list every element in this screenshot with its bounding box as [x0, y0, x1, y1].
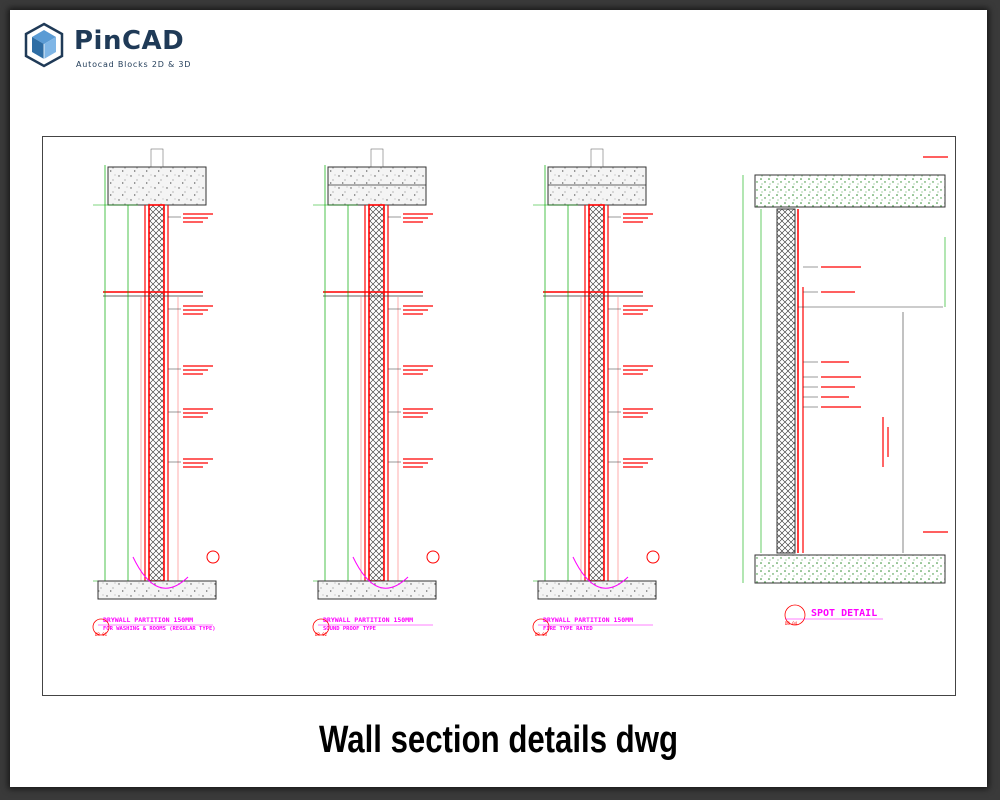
- wall-section-3: DRYWALL PARTITION 150MM FIRE TYPE RATEDDB…: [532, 148, 660, 637]
- spot-tag-circle: [784, 604, 806, 626]
- caption-title: Wall section details dwg: [319, 719, 678, 761]
- detail-callout-arc: [352, 556, 409, 589]
- detail-callout-arc: [132, 556, 189, 589]
- spot-tag: DB-04: [785, 621, 798, 626]
- section-subtitle: FOR WASHING & ROOMS (REGULAR TYPE): [103, 626, 216, 632]
- spot-title: SPOT DETAIL: [811, 608, 877, 619]
- section-title: DRYWALL PARTITION 150MM: [323, 616, 413, 624]
- partition-wall: [368, 204, 385, 582]
- detail-marker: [426, 550, 440, 564]
- partition-wall: [588, 204, 605, 582]
- section-title: DRYWALL PARTITION 150MM: [543, 616, 633, 624]
- cube-logo-icon: [24, 22, 64, 68]
- spot-wall: [776, 208, 796, 554]
- section-tag-circle: [532, 618, 550, 636]
- brand-logo: PinCAD Autocad Blocks 2D & 3D: [22, 18, 202, 74]
- wall-section-drawing: DRYWALL PARTITION 150MM FOR WASHING & ROO…: [92, 148, 948, 637]
- spot-bottom-slab: [754, 554, 946, 584]
- drawing-sheet: DRYWALL PARTITION 150MM FOR WASHING & ROO…: [42, 136, 956, 696]
- section-tag: DB-01: [95, 632, 108, 637]
- section-subtitle: SOUND PROOF TYPE: [323, 626, 376, 632]
- spot-top-slab: [754, 174, 946, 208]
- floor-slab: [537, 580, 657, 600]
- partition-wall: [148, 204, 165, 582]
- top-slab: [327, 166, 427, 206]
- wall-section-2: DRYWALL PARTITION 150MM SOUND PROOF TYPED…: [312, 148, 440, 637]
- floor-slab: [97, 580, 217, 600]
- spot-detail: DB-04 SPOT DETAIL: [742, 156, 948, 626]
- slab-dim-box: [370, 148, 384, 168]
- section-title: DRYWALL PARTITION 150MM: [103, 616, 193, 624]
- slab-dim-box: [150, 148, 164, 168]
- section-tag-circle: [92, 618, 110, 636]
- floor-slab: [317, 580, 437, 600]
- wall-section-1: DRYWALL PARTITION 150MM FOR WASHING & ROO…: [92, 148, 220, 637]
- section-tag-circle: [312, 618, 330, 636]
- top-slab: [547, 166, 647, 206]
- detail-callout-arc: [572, 556, 629, 589]
- section-tag: DB-02: [315, 632, 328, 637]
- section-subtitle: FIRE TYPE RATED: [543, 626, 593, 632]
- brand-name: PinCAD: [74, 26, 185, 56]
- brand-tagline: Autocad Blocks 2D & 3D: [76, 60, 192, 69]
- detail-marker: [206, 550, 220, 564]
- section-tag: DB-03: [535, 632, 548, 637]
- top-slab: [107, 166, 207, 206]
- image-frame: PinCAD Autocad Blocks 2D & 3D: [10, 10, 987, 787]
- detail-marker: [646, 550, 660, 564]
- slab-dim-box: [590, 148, 604, 168]
